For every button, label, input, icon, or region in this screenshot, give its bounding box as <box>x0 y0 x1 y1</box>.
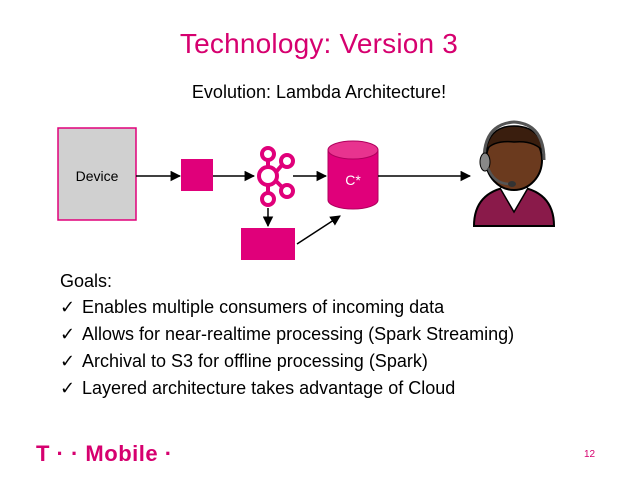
goal-text: Layered architecture takes advantage of … <box>82 378 456 398</box>
database-label: C* <box>345 172 361 188</box>
slide-title: Technology: Version 3 <box>179 28 459 59</box>
database-cylinder <box>327 140 379 210</box>
headset-person-icon <box>472 120 556 227</box>
goal-item: ✓ Layered architecture takes advantage of… <box>60 375 514 402</box>
batch-box <box>241 228 295 260</box>
arrow-batch-to-database <box>296 215 341 245</box>
kafka-icon <box>257 146 295 207</box>
tmobile-logo: T · · Mobile · <box>36 441 173 466</box>
checkmark-icon: ✓ <box>60 297 76 318</box>
page-number: 12 <box>584 449 596 460</box>
slide-subtitle: Evolution: Lambda Architecture! <box>191 82 447 102</box>
goals-list: Goals: ✓ Enables multiple consumers of in… <box>60 268 514 402</box>
goal-item: ✓ Archival to S3 for offline processing (… <box>60 348 514 375</box>
goal-item: ✓ Enables multiple consumers of incoming … <box>60 294 514 321</box>
ingest-box <box>181 159 213 191</box>
goals-heading: Goals: <box>60 271 113 291</box>
device-box <box>57 127 137 221</box>
checkmark-icon: ✓ <box>60 351 76 372</box>
checkmark-icon: ✓ <box>60 324 76 345</box>
device-label: Device <box>75 168 119 184</box>
goal-text: Archival to S3 for offline processing (S… <box>82 351 428 371</box>
checkmark-icon: ✓ <box>60 378 76 399</box>
goal-text: Enables multiple consumers of incoming d… <box>82 297 445 317</box>
goal-item: ✓ Allows for near-realtime processing (Sp… <box>60 321 514 348</box>
goal-text: Allows for near-realtime processing (Spa… <box>82 324 515 344</box>
